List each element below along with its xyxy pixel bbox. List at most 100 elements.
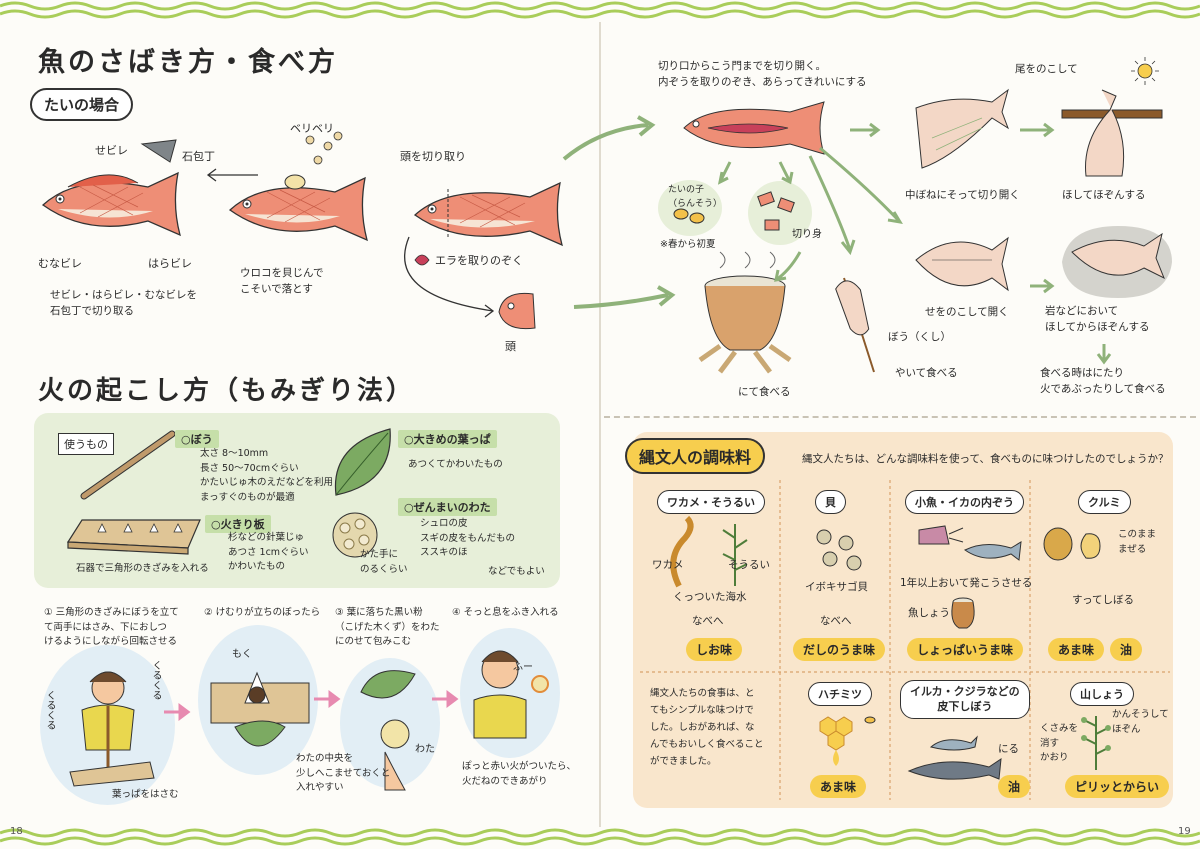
col1-result: しお味 bbox=[686, 638, 743, 661]
col4-note-shiboru: すってしぼる bbox=[1072, 594, 1135, 606]
label-era: エラを取りのぞく bbox=[435, 254, 523, 267]
seasoning-title: 縄文人の調味料 bbox=[625, 438, 766, 474]
niteru-label: にて食べる bbox=[738, 386, 791, 398]
label-kurukuru-2: くるくる bbox=[44, 690, 55, 730]
col2-result: だしのうま味 bbox=[793, 638, 886, 661]
se-nokoshite-label: せをのこして開く bbox=[925, 306, 1009, 318]
walnut-icon bbox=[1043, 527, 1101, 561]
shells-icon bbox=[816, 529, 862, 571]
step4-num: ④ bbox=[452, 607, 461, 618]
fillet-icon bbox=[748, 181, 812, 245]
happa-hasamu: 葉っぱをはさむ bbox=[112, 789, 179, 800]
hanging-fish-icon bbox=[1061, 89, 1163, 177]
page-fold bbox=[599, 22, 601, 827]
hi-tsuita-text: ぽっと赤い火がついたら、 火だねのできあがり bbox=[462, 761, 577, 787]
pink-arrow-2-icon bbox=[314, 690, 341, 708]
person-drilling-icon bbox=[69, 671, 155, 787]
step1-text: ① 三角形のきざみにぼうを立て て両手にはさみ、下におしつ けるようにしながら回… bbox=[44, 606, 179, 650]
arrow-to-right-top-icon bbox=[562, 115, 656, 161]
happa-tag: ○大きめの葉っぱ bbox=[398, 430, 497, 448]
step1-label: 三角形のきざみにぼうを立て て両手にはさみ、下におしつ けるようにしながら回転さ… bbox=[44, 607, 179, 648]
ko-note: ※春から初夏 bbox=[660, 239, 716, 250]
page-number-right: 19 bbox=[1178, 826, 1191, 837]
label-sebire: せビレ bbox=[95, 144, 128, 157]
taberu-text: 食べる時はにたり 火であぶったりして食べる bbox=[1040, 367, 1166, 396]
opened-fish-icon bbox=[683, 101, 825, 155]
fish-head-icon bbox=[498, 292, 536, 330]
stone-knife-icon bbox=[140, 139, 177, 163]
col4-result-amami: あま味 bbox=[1048, 638, 1105, 661]
ita-caption: 石器で三角形のきざみを入れる bbox=[76, 563, 209, 574]
sansho-note-kusami: くさみを 消す かおり bbox=[1040, 723, 1079, 764]
hachimitsu-name: ハチミツ bbox=[808, 682, 872, 706]
hoshite-label: ほしてほぞんする bbox=[1062, 189, 1146, 201]
yaite-label: やいて食べる bbox=[895, 367, 958, 379]
step3-label: 葉に落ちた黒い粉 （こげた木くず）をわた にのせて包みこむ bbox=[335, 607, 440, 648]
label-atama-kiri: 頭を切り取り bbox=[400, 150, 466, 163]
pink-arrow-3-icon bbox=[432, 690, 459, 708]
clay-pot-icon bbox=[698, 251, 792, 374]
tai-section-label: たいの場合 bbox=[30, 88, 134, 121]
small-pot-icon bbox=[951, 597, 975, 629]
bou-text: 太さ 8～10mm 長さ 50～70cmぐらい かたいじゅ木のえだなどを利用 ま… bbox=[200, 448, 334, 504]
arrow-left-icon bbox=[206, 168, 258, 182]
step4-label: そっと息をふき入れる bbox=[463, 607, 559, 618]
step3-text: ③ 葉に落ちた黒い粉 （こげた木くず）をわた にのせて包みこむ bbox=[335, 606, 440, 650]
col1-name: ワカメ・そうるい bbox=[657, 490, 765, 514]
col4-note-mazeru: このまま まぜる bbox=[1118, 529, 1157, 555]
squid-fish-icon bbox=[918, 525, 1022, 561]
sansho-name: 山しょう bbox=[1070, 682, 1134, 706]
rock-fish-icon bbox=[1062, 226, 1172, 298]
sansho-note-kanso: かんそうして ほぞん bbox=[1112, 709, 1169, 735]
opened-fish-tail-icon bbox=[915, 88, 1009, 169]
curved-arrow-icon bbox=[404, 236, 495, 318]
col3-name: 小魚・イカの内ぞう bbox=[905, 490, 1024, 514]
wata-chuo-text: わたの中央を 少しへこませておくと 入れやすい bbox=[296, 753, 391, 794]
sansho-plant-icon bbox=[1081, 716, 1111, 770]
dolphin-whale-icon bbox=[907, 735, 1002, 780]
nado-text: などでもよい bbox=[488, 566, 545, 577]
iruka-result: 油 bbox=[998, 775, 1031, 798]
smoke-board-icon bbox=[210, 671, 310, 747]
step4-text: ④ そっと息をふき入れる bbox=[452, 606, 559, 621]
zenmai-size: かた手に のるくらい bbox=[360, 549, 408, 575]
step2-num: ② bbox=[204, 607, 213, 618]
stick-icon bbox=[80, 430, 176, 500]
col3-note-hakko: 1年以上おいて発こうさせる bbox=[900, 577, 1033, 589]
hand-wata-icon bbox=[360, 670, 416, 791]
col4-name: クルミ bbox=[1078, 490, 1131, 514]
label-beribiri: ベリベリ bbox=[290, 122, 334, 135]
iruka-name: イルカ・クジラなどの 皮下しぼう bbox=[900, 680, 1030, 719]
hikiri-text: 杉などの針葉じゅ あつさ 1cmぐらい かわいたもの bbox=[228, 532, 309, 573]
sun-icon bbox=[1131, 57, 1159, 85]
bou-kushi-label: ぼう（くし） bbox=[888, 331, 951, 343]
fire-section-title: 火の起こし方（もみぎり法） bbox=[38, 376, 416, 406]
tools-header: 使うもの bbox=[58, 433, 114, 455]
col1-note-sorui: そうるい bbox=[728, 559, 770, 571]
col3-note-gyosho: 魚しょう bbox=[908, 607, 950, 619]
o-nokoshite-label: 尾をのこして bbox=[1015, 63, 1078, 75]
hikiri-tag: ○火きり板 bbox=[205, 515, 271, 533]
iwa-text: 岩などにおいて ほしてからほぞんする bbox=[1045, 305, 1150, 334]
col2-note-nabe: なべへ bbox=[820, 615, 852, 627]
top-wave-border bbox=[0, 1, 1200, 19]
caption-fins: せビレ・はらビレ・むなビレを 石包丁で切り取る bbox=[50, 289, 197, 318]
fish-illustration-1 bbox=[41, 171, 181, 237]
zenmai-text: シュロの皮 スギの皮をもんだもの ススキのほ bbox=[420, 518, 516, 559]
step1-num: ① bbox=[44, 607, 53, 618]
step2-label: けむりが立ちのぼったら bbox=[215, 607, 321, 618]
caption-scales: ウロコを貝じんで こそいで落とす bbox=[240, 267, 324, 296]
happa-text: あつくてかわいたもの bbox=[408, 459, 503, 470]
col2-note-ibokisago: イボキサゴ貝 bbox=[805, 581, 868, 593]
page-number-left: 18 bbox=[10, 826, 23, 837]
col4-result-abura: 油 bbox=[1110, 638, 1143, 661]
bottom-wave-border bbox=[0, 828, 1200, 846]
iruka-note: にる bbox=[998, 743, 1019, 755]
page-title: 魚のさばき方・食べ方 bbox=[38, 47, 338, 78]
seaweed-icon bbox=[670, 515, 748, 588]
scale-flakes-icon bbox=[305, 131, 343, 165]
col3-result: しょっぱいうま味 bbox=[907, 638, 1024, 661]
right-flow-arrows-icon bbox=[717, 122, 1112, 365]
honey-icon bbox=[819, 716, 876, 766]
col2-name: 貝 bbox=[815, 490, 846, 514]
